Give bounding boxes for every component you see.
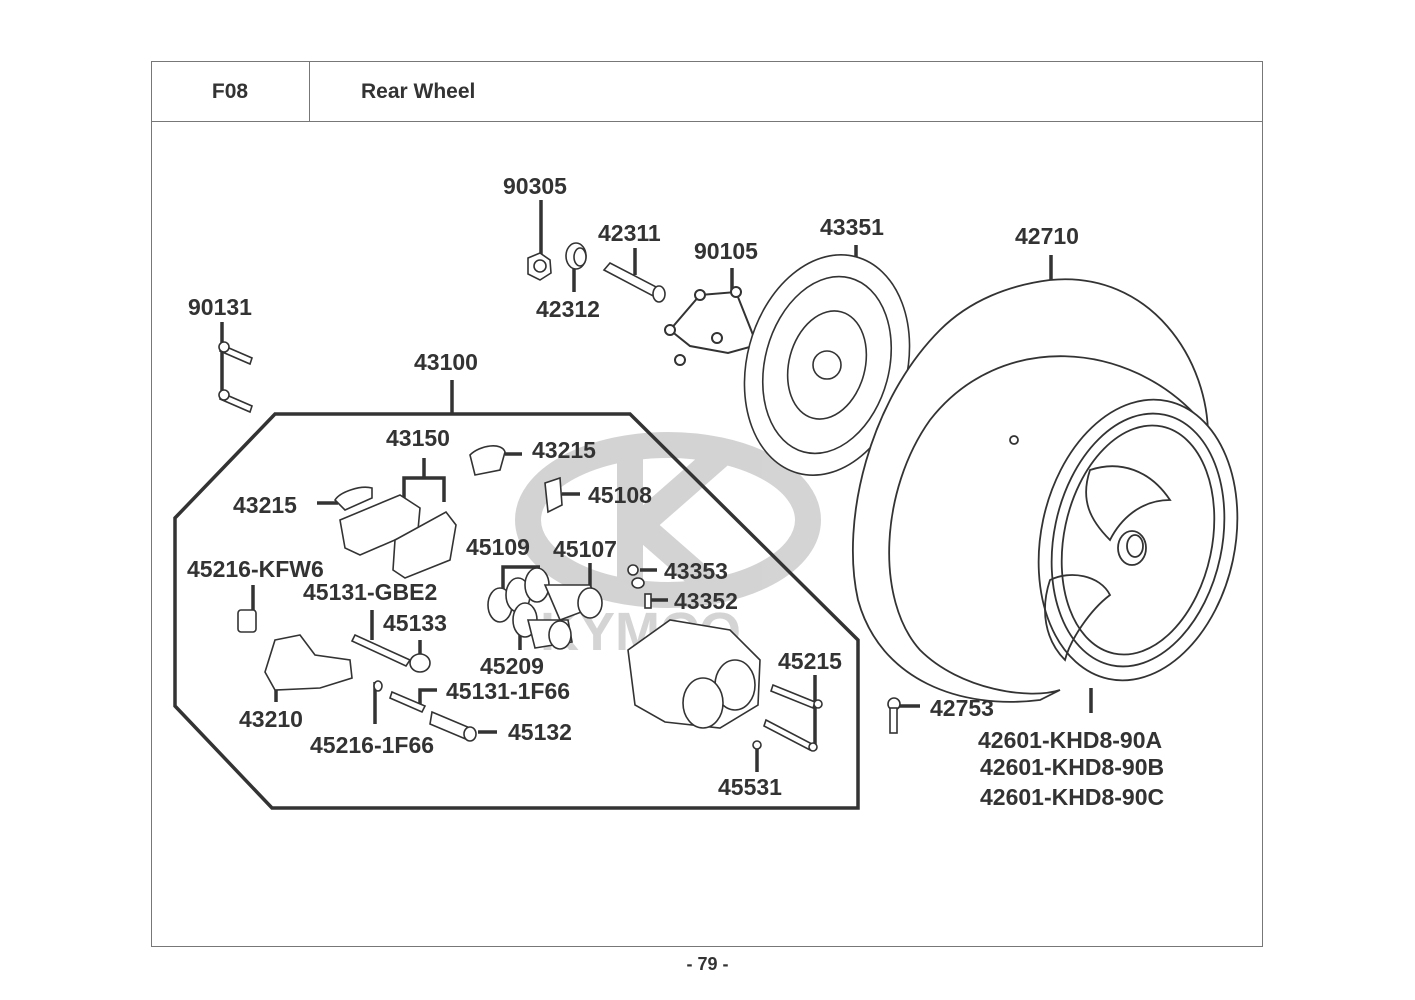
watermark-k-leg xyxy=(631,515,729,605)
watermark-ring xyxy=(515,432,821,608)
section-title: Rear Wheel xyxy=(361,80,476,103)
callout-90305: 90305 xyxy=(503,173,567,199)
callout-90105: 90105 xyxy=(694,238,758,264)
callout-43100: 43100 xyxy=(414,349,478,375)
axle-collar-drawing xyxy=(602,261,666,303)
page-number: - 79 - xyxy=(686,954,729,974)
callout-42601-khd8-90b: 42601-KHD8-90B xyxy=(980,754,1165,780)
callout-45133: 45133 xyxy=(383,610,447,636)
header-divider xyxy=(151,121,1263,122)
kymco-watermark xyxy=(515,432,821,608)
callout-42710: 42710 xyxy=(1015,223,1079,249)
rim-drawing xyxy=(1009,398,1239,682)
pad-spring-drawing xyxy=(544,476,563,514)
caliper-bolts-drawing xyxy=(218,341,253,414)
callout-43353: 43353 xyxy=(664,558,728,584)
bleeder-drawing xyxy=(627,564,652,609)
callout-45107: 45107 xyxy=(553,536,617,562)
caliper-assembly-outline xyxy=(173,412,860,810)
header-separator xyxy=(309,61,310,122)
callout-43210: 43210 xyxy=(239,706,303,732)
callout-45131-gbe2: 45131-GBE2 xyxy=(303,579,438,605)
callout-45216-kfw6: 45216-KFW6 xyxy=(187,556,324,582)
brake-pads-drawing xyxy=(333,445,506,579)
callout-45131-1f66: 45131-1F66 xyxy=(446,678,571,704)
callout-45108: 45108 xyxy=(588,482,652,508)
callout-45531: 45531 xyxy=(718,774,782,800)
callout-45109: 45109 xyxy=(466,534,530,560)
watermark-k-arm xyxy=(631,445,729,535)
callout-45132: 45132 xyxy=(508,719,572,745)
callout-45216-1f66: 45216-1F66 xyxy=(310,732,435,758)
caliper-body-drawing xyxy=(627,619,761,729)
callout-90131: 90131 xyxy=(188,294,252,320)
callout-43215-left: 43215 xyxy=(233,492,297,518)
slide-pins-drawing xyxy=(752,683,823,752)
callout-45215: 45215 xyxy=(778,648,842,674)
bracket-drawing xyxy=(237,609,477,742)
callout-42601-khd8-90a: 42601-KHD8-90A xyxy=(978,727,1163,753)
callout-43150: 43150 xyxy=(386,425,450,451)
callout-42311: 42311 xyxy=(598,220,661,246)
callout-43352: 43352 xyxy=(674,588,738,614)
callout-43215-top: 43215 xyxy=(532,437,596,463)
pistons-seals-drawing xyxy=(487,567,603,650)
callout-42753: 42753 xyxy=(930,695,994,721)
disc-bolts-drawing xyxy=(664,286,759,366)
collar-drawing xyxy=(565,242,587,270)
callout-42312: 42312 xyxy=(536,296,600,322)
callout-45209: 45209 xyxy=(480,653,544,679)
valve-drawing xyxy=(887,697,901,734)
callout-42601-khd8-90c: 42601-KHD8-90C xyxy=(980,784,1165,810)
diagram-frame xyxy=(151,61,1263,947)
axle-nut-drawing xyxy=(527,252,552,281)
callout-43351: 43351 xyxy=(820,214,884,240)
section-code: F08 xyxy=(211,80,249,103)
